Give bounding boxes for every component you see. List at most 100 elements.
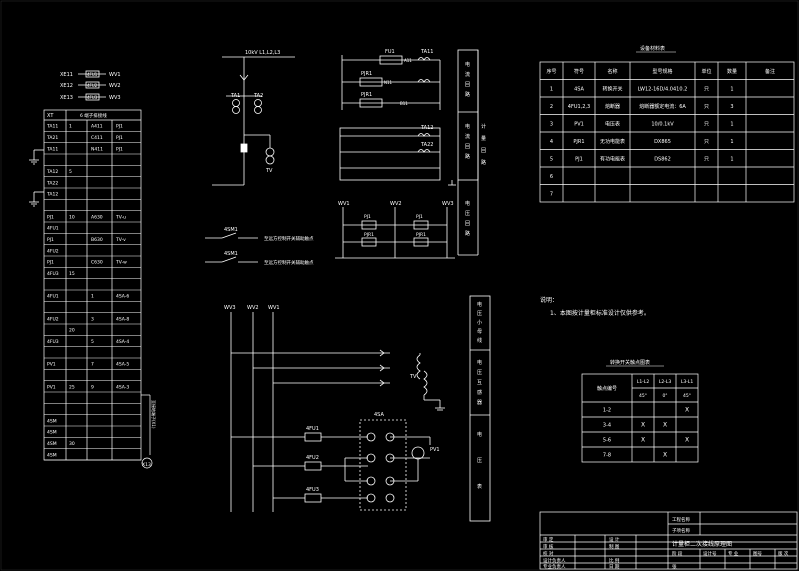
section1-char-2: 流 — [465, 71, 470, 78]
terminal-cell: 25 — [69, 384, 75, 390]
lower-a-1: 电 — [477, 301, 482, 308]
equipment-header-cell: 备注 — [765, 68, 775, 75]
terminal-cell: 4SM — [47, 452, 57, 458]
terminal-cell: PJ1 — [47, 260, 54, 266]
terminal-cell: TA21 — [46, 135, 58, 141]
terminal-cell: 4SA-8 — [116, 316, 129, 322]
terminal-cell: C630 — [91, 260, 103, 266]
pjr-row-1: PJR1 — [361, 71, 372, 77]
terminal-cell: A630 — [91, 214, 103, 220]
switch-position: L2-L3 — [659, 379, 672, 385]
terminal-label-3: XE13 — [60, 95, 73, 101]
tb-footer-5: 版 次 — [778, 550, 789, 557]
lower-c-1: 电 — [477, 431, 482, 438]
section2-char-3: 回 — [465, 144, 470, 150]
terminal-cell: TV-u — [115, 214, 126, 220]
voltage-char-3: 回 — [465, 221, 470, 227]
terminal-cell: 5 — [69, 169, 72, 175]
busbar-section — [212, 56, 295, 186]
section2-char-4: 路 — [465, 153, 470, 160]
lower-b-4: 感 — [477, 389, 482, 396]
aux-contacts — [205, 232, 258, 263]
terminal-output-2: WV2 — [109, 83, 121, 89]
lower-input-1: WV3 — [224, 305, 236, 311]
equipment-table-title: 设备材料表 — [640, 45, 665, 52]
tb-label-1-5: 专业负责人 — [543, 563, 566, 570]
terminal-cell: PJ1 — [47, 214, 54, 220]
lower-meter-label: PV1 — [430, 447, 440, 453]
equipment-cell: 只 — [704, 139, 709, 145]
terminal-cell: 1 — [69, 124, 72, 130]
switch-mark: X — [663, 422, 667, 429]
equipment-cell: 3 — [730, 104, 733, 110]
mid-label-3: B11 — [400, 101, 408, 106]
terminal-cell: 15 — [69, 271, 75, 277]
left-terminals — [78, 70, 106, 101]
switch-mark: X — [641, 422, 645, 429]
voltage-char-1: 电 — [465, 200, 470, 207]
voltage-input-3: WV3 — [442, 201, 454, 207]
terminal-output-1: WV1 — [109, 72, 121, 78]
terminal-cell: PJ1 — [47, 237, 54, 243]
terminal-cell: 4SM — [47, 430, 57, 436]
side-char-1: 计 — [481, 123, 486, 130]
equipment-cell: 4SA — [574, 86, 584, 92]
switch-table-title: 转换开关触点图表 — [610, 359, 650, 366]
lower-c-2: 压 — [477, 458, 482, 464]
tb-label-1-4: 设计负责人 — [543, 557, 566, 564]
title-block-text: 工程名称 子项名称 计量柜二次接线原理图 审 定 审 核 校 对 设计负责人 专… — [543, 516, 789, 570]
voltage-char-4: 路 — [465, 230, 470, 237]
voltage-pj-2: PJ1 — [416, 214, 423, 220]
switch-table — [581, 373, 699, 463]
equipment-header-cell: 型号规格 — [652, 68, 672, 75]
equipment-cell: 5 — [550, 156, 553, 162]
switch-angle: 45° — [639, 393, 647, 399]
terminal-label-1: XE11 — [60, 72, 73, 78]
lower-circuit — [230, 295, 491, 522]
equipment-cell: DS862 — [654, 156, 671, 162]
terminal-cell: 20 — [69, 328, 75, 334]
terminal-cell: 4FU1 — [47, 294, 59, 300]
lower-fuse-2: 4FU2 — [306, 455, 319, 461]
terminal-cell: PJ1 — [116, 146, 123, 152]
equipment-cell: 1 — [730, 139, 733, 145]
switch-mark: X — [663, 452, 667, 459]
terminal-block-header-right: 6 端子排接线 — [80, 112, 107, 119]
terminal-cell: 4FU1 — [47, 226, 59, 232]
terminal-block-vertical-note: 至接地端子(X1) — [151, 400, 157, 429]
tb-footer-2: 设计号 — [703, 550, 717, 557]
terminal-cell: TA11 — [46, 146, 58, 152]
voltage-input-1: WV1 — [338, 201, 350, 207]
ground-symbols-left — [29, 149, 44, 207]
equipment-cell: 1 — [550, 86, 553, 92]
voltage-circuit — [335, 207, 455, 259]
switch-row-label: 1-2 — [603, 408, 611, 414]
notes-item: 1、本图按计量柜标准设计仅供参考。 — [550, 309, 650, 317]
contact-1-text: 至远方控制开关辅助触点 — [264, 235, 314, 242]
lower-fuse-1: 4FU1 — [306, 426, 319, 432]
terminal-cell: 4SM — [47, 418, 57, 424]
terminal-cell: TV-v — [115, 237, 126, 243]
contact-2-label: 4SM1 — [224, 251, 238, 257]
tb-label-1-2: 审 核 — [543, 543, 554, 550]
equipment-cell: 只 — [704, 156, 709, 162]
terminal-block-side-note: X13 — [142, 462, 151, 468]
terminal-cell: 10 — [69, 214, 75, 220]
equipment-cell: 10/0.1kV — [651, 121, 674, 127]
tb-label-2-2: 制 图 — [609, 543, 620, 550]
switch-row-label: 7-8 — [603, 453, 611, 459]
switch-position: L1-L2 — [637, 379, 650, 385]
equipment-cell: 2 — [550, 104, 553, 110]
terminal-cell: 5 — [91, 339, 94, 345]
terminal-cell: 4FU2 — [47, 248, 59, 254]
equipment-cell: 转换开关 — [602, 85, 622, 92]
terminal-cell: PV1 — [47, 384, 56, 390]
equipment-header-cell: 单位 — [701, 68, 711, 75]
switch-mark: X — [641, 437, 645, 444]
ta-bottom-1: TA12 — [420, 125, 433, 131]
equipment-header-cell: 符号 — [574, 68, 584, 75]
terminal-cell: 1 — [91, 294, 94, 300]
equipment-cell: 无功电能表 — [600, 138, 625, 145]
